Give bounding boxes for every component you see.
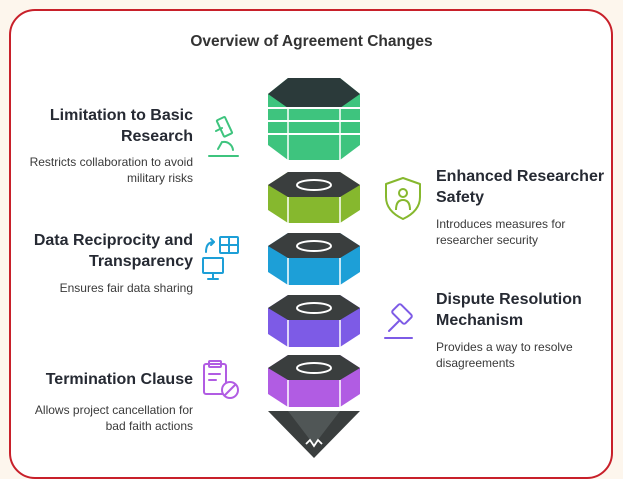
- item-heading-termination: Termination Clause: [45, 371, 193, 388]
- diagram-title: Overview of Agreement Changes: [190, 33, 433, 50]
- item-description-data: Ensures fair data sharing: [59, 281, 193, 295]
- layer-2-safety: [268, 172, 360, 223]
- microscope-icon: [208, 116, 239, 157]
- item-description-safety: Introduces measures for researcher secur…: [436, 217, 566, 247]
- item-description-dispute: Provides a way to resolve disagreements: [436, 340, 573, 370]
- funnel-tip: [268, 411, 360, 458]
- gavel-icon: [384, 303, 413, 339]
- layer-5-termination: [268, 355, 360, 407]
- layer-3-data: [268, 233, 360, 285]
- shield-person-icon: [385, 177, 421, 220]
- data-exchange-icon: [202, 236, 239, 280]
- layer-4-dispute: [268, 295, 360, 347]
- item-description-termination: Allows project cancellation for bad fait…: [34, 403, 193, 433]
- item-description-limitation: Restricts collaboration to avoid militar…: [29, 155, 193, 185]
- stacked-hexagon-funnel: [202, 78, 421, 458]
- item-heading-dispute: Dispute Resolution Mechanism: [436, 291, 582, 329]
- layer-1-limitation: [268, 78, 360, 160]
- clipboard-cancel-icon: [203, 360, 239, 399]
- item-heading-limitation: Limitation to Basic Research: [49, 107, 193, 145]
- item-heading-safety: Enhanced Researcher Safety: [436, 168, 605, 206]
- item-heading-data: Data Reciprocity and Transparency: [33, 232, 193, 270]
